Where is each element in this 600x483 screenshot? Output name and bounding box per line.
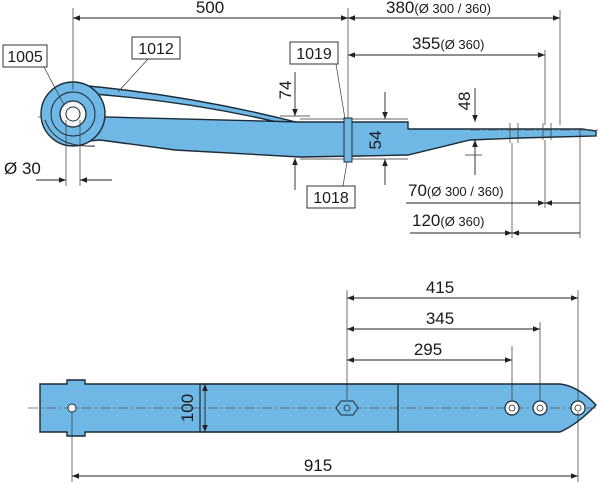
leader-1018 [342,161,348,187]
dim-70-text: 70(Ø 300 / 360) [408,181,504,200]
label-1012: 1012 [138,41,174,58]
dim-915-text: 915 [304,456,332,475]
label-1019: 1019 [296,46,332,63]
main-leaf [64,115,597,158]
end-hole-2-inner [536,404,544,412]
end-hole-2 [532,400,548,416]
dim-120-text: 120(Ø 360) [412,211,484,230]
end-hole-1-inner [508,404,516,412]
clamp-area [199,383,399,433]
eye-wrap-line [44,119,96,147]
leader-1019 [335,63,346,120]
label-box-1012 [131,36,181,60]
center-bolt [343,117,353,163]
label-1005: 1005 [7,49,43,66]
label-box-1019 [289,41,339,65]
dim-100-text: 100 [178,394,197,422]
center-bolt-nut [335,400,359,416]
eye-bore [65,106,81,122]
dim-54-text: 54 [366,131,385,150]
end-hole-3-inner [574,404,582,412]
leader-1005 [43,66,65,106]
label-1018: 1018 [313,190,349,207]
plan-eye-hole [67,403,77,413]
dim-48-text: 48 [455,92,474,111]
dim-30-text: Ø 30 [4,159,41,178]
side-view: 500 380(Ø 300 / 360) 355(Ø 360) 74 48 54 [2,0,598,238]
plan-view: 415 345 295 100 915 [28,278,598,482]
dim-355-text: 355(Ø 360) [412,34,484,53]
end-hole-1 [504,400,520,416]
dim-295-text: 295 [414,340,442,359]
center-bolt-hole [343,404,351,412]
dim-380-text: 380(Ø 300 / 360) [386,0,491,17]
dim-345-text: 345 [426,309,454,328]
eye-inner [50,91,96,137]
dim-415-text: 415 [426,278,454,297]
label-box-1005 [2,44,48,68]
dim-500-text: 500 [196,0,224,17]
leader-1012 [117,58,149,93]
label-box-1018 [306,185,356,209]
dim-74-text: 74 [276,81,295,100]
